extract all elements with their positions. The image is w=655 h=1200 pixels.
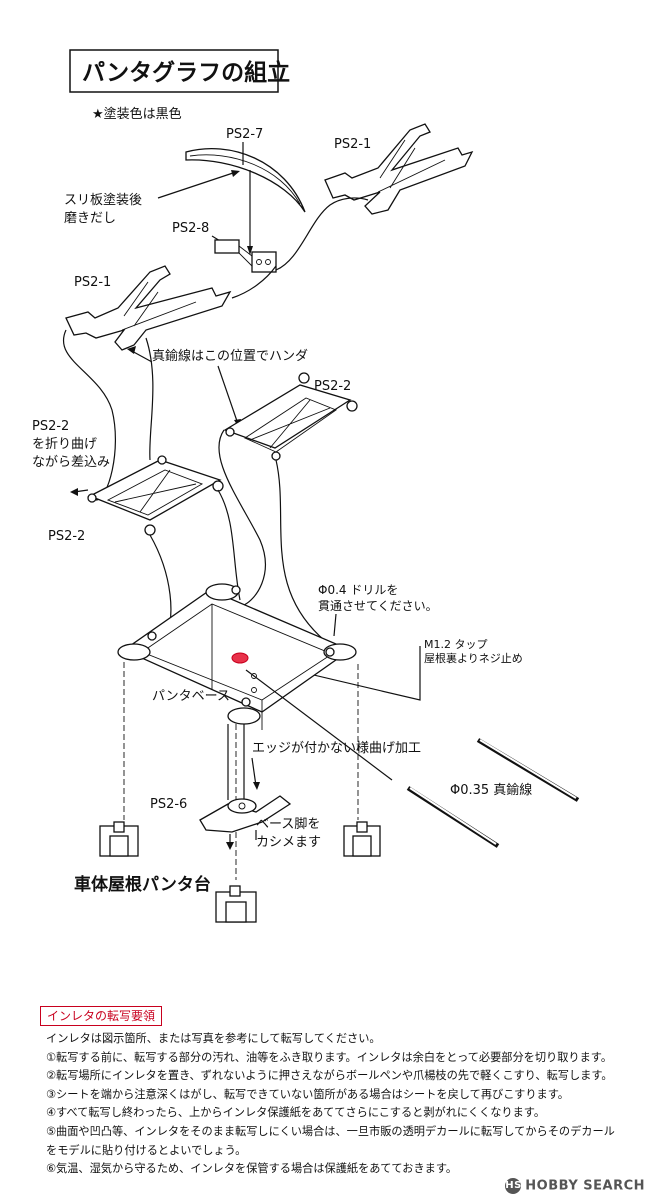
wire-label: Φ0.35 真鍮線 [450,782,532,798]
label-ps2-1-left: PS2-1 [74,275,111,290]
tap-hole-mark [231,652,249,664]
part-pantograph-base [117,583,357,730]
label-ps2-2-right: PS2-2 [314,379,351,394]
note-item: ②転写場所にインレタを置き、ずれないように押さえながらボールペンや爪楊枝の先で軽… [46,1069,613,1083]
note-item: ①転写する前に、転写する部分の汚れ、油等をふき取ります。インレタは余白をとって必… [46,1050,613,1064]
fold-note-line2: を折り曲げ [32,437,97,452]
label-ps2-2-left: PS2-2 [48,529,85,544]
roof-stand-label: 車体屋根パンタ台 [74,874,211,895]
note-item: ③シートを端から注意深くはがし、転写できていない箇所がある場合はシートを戻して再… [46,1087,569,1101]
decal-instructions: インレタの転写要領 インレタは図示箇所、または写真を参考にして転写してください。… [40,1006,652,1194]
drill-note-line1: Φ0.4 ドリルを [318,583,398,597]
slide-note-line2: 磨きだし [64,211,116,226]
part-brass-wires [406,738,580,848]
page-title: パンタグラフの組立 [82,59,290,86]
note-item: ④すべて転写し終わったら、上からインレタ保護紙をあててさらにこすると剥がれにくく… [46,1106,546,1120]
label-ps2-6: PS2-6 [150,797,187,812]
note-item: をモデルに貼り付けるとよいでしょう。 [46,1143,247,1157]
label-ps2-1-top: PS2-1 [334,137,371,152]
title-box [69,49,279,93]
slide-note-line1: スリ板塗装後 [64,192,142,208]
label-ps2-7: PS2-7 [226,127,263,142]
fold-note-line3: ながら差込み [32,455,110,470]
drill-note-line2: 貫通させてください。 [318,599,438,613]
edge-note: エッジが付かない様曲げ加工 [252,741,421,756]
roof-stand-right [343,821,381,857]
hobby-search-logo-icon: HS [505,1178,521,1194]
solder-note: 真鍮線はこの位置でハンダ [152,348,308,364]
part-ps2-8 [214,239,277,273]
decal-instructions-heading: インレタの転写要領 [40,1006,163,1026]
base-label: パンタベース [152,689,230,704]
crimp-note-line2: カシメます [256,835,321,850]
part-ps2-6 [199,795,292,833]
fold-note-line1: PS2-2 [32,419,69,434]
crimp-note-line1: ベース脚を [256,816,320,832]
part-ps2-7 [185,148,306,213]
watermark-text: HOBBY SEARCH [525,1178,645,1194]
roof-stand-bottom [215,885,257,923]
note-item: ⑤曲面や凹凸等、インレタをそのまま転写しにくい場合は、一旦市販の透明デカールに転… [46,1124,615,1138]
part-ps2-1-top [324,123,474,215]
tap-note-line1: M1.2 タップ [424,638,487,651]
part-ps2-1-left [65,265,232,351]
note-item: インレタは図示箇所、または写真を参考にして転写してください。 [46,1032,381,1045]
decal-instructions-list: インレタは図示箇所、または写真を参考にして転写してください。 ①転写する前に、転… [46,1030,652,1179]
roof-stand-left [99,821,139,857]
part-ps2-2-right [223,372,358,461]
paint-note: ★塗装色は黒色 [92,106,182,122]
tap-note-line2: 屋根裏よりネジ止め [424,651,523,665]
label-ps2-8: PS2-8 [172,221,209,236]
note-item: ⑥気温、湿気から守るため、インレタを保管する場合は保護紙をあてておきます。 [46,1162,458,1176]
